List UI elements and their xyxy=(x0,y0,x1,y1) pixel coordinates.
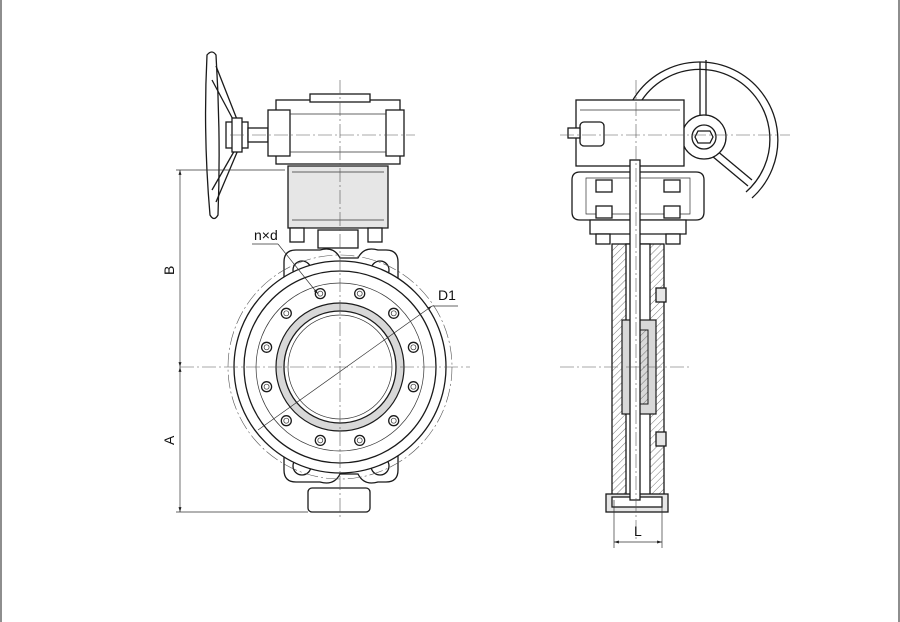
handwheel-front xyxy=(204,51,239,220)
dim-a-label: A xyxy=(161,435,177,445)
dim-l-label: L xyxy=(634,523,642,539)
bolt-hole xyxy=(314,287,326,300)
bolt-hole xyxy=(407,381,420,393)
bolt-holes xyxy=(260,287,420,447)
handwheel-side xyxy=(621,60,779,199)
stem xyxy=(629,159,641,501)
dimension-l: L xyxy=(613,500,663,548)
bolt-hole xyxy=(354,287,366,300)
d1-label: D1 xyxy=(438,287,456,303)
bolt-hole xyxy=(260,341,273,353)
bolt-hole-inner xyxy=(356,290,363,297)
bolt-hole xyxy=(280,415,292,427)
side-view: L xyxy=(560,60,790,548)
front-view: D1 n×d B A xyxy=(161,51,470,520)
bolt-spec-label: n×d xyxy=(254,227,278,243)
bolt-hole xyxy=(354,434,366,447)
bolt-hole-inner xyxy=(356,437,363,444)
bolt-hole-inner xyxy=(283,417,290,424)
dim-b-label: B xyxy=(161,266,177,275)
bolt-spec-leader xyxy=(277,243,319,295)
d1-leader xyxy=(257,305,433,431)
bolt-hole-inner xyxy=(283,310,290,317)
bolt-hole xyxy=(407,341,420,353)
bolt-hole-inner xyxy=(263,344,270,351)
bolt-hole xyxy=(280,307,292,319)
bolt-hole xyxy=(388,307,400,319)
dimension-ab: B A xyxy=(161,169,308,513)
gearbox-front xyxy=(267,93,405,249)
bolt-hole xyxy=(388,415,400,427)
bolt-hole-inner xyxy=(410,344,417,351)
bolt-hole xyxy=(314,434,326,447)
bolt-hole-inner xyxy=(410,383,417,390)
bolt-hole xyxy=(260,381,273,393)
bolt-hole-inner xyxy=(317,437,324,444)
bolt-hole-inner xyxy=(263,383,270,390)
bolt-hole-inner xyxy=(390,310,397,317)
bolt-hole-inner xyxy=(390,417,397,424)
